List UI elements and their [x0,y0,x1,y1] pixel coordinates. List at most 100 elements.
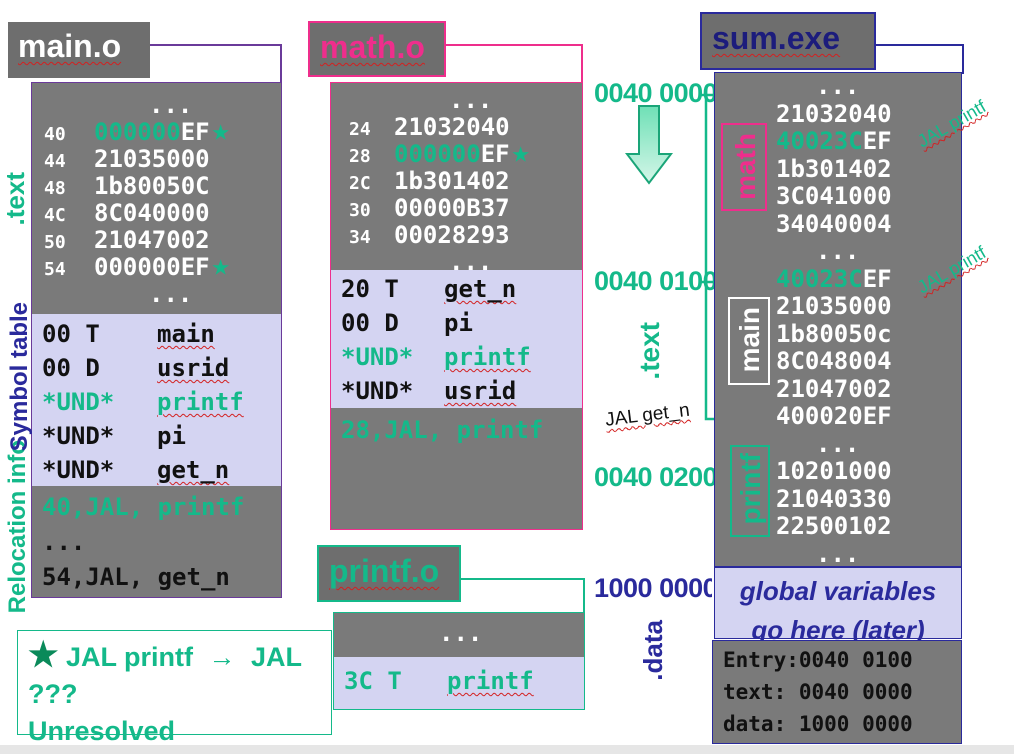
address-0040-0000: 0040 0000 [594,78,718,108]
machine-word: ... [816,539,860,568]
legend-line1b: JAL [251,642,303,672]
unresolved-bytes: 000000 [94,118,181,146]
math_o-row: 24 21032040 [349,113,530,141]
math-o-title-box: math.o [308,21,446,77]
symbol-entry: *UND*pi [42,419,244,453]
relocation-entry: 28,JAL, printf [341,416,544,444]
exe-word: 21047002 [776,374,892,404]
address-0040-0200: 0040 0200 [594,462,718,492]
star-icon: ★ [211,113,230,148]
printf-o-title-box: printf.o [317,545,461,602]
down-arrow-icon [624,105,674,185]
relocation-text: 40,JAL, printf [42,493,245,521]
symbol-name: main [157,320,215,348]
entry-point: Entry:0040 0100 [723,648,913,672]
legend-line1: JAL printf [66,642,193,672]
legend-line3: Unresolved [28,716,176,746]
symbol-kind: 00 D [341,309,399,337]
address-offset: 24 [349,119,371,140]
symbol-kind: *UND* [42,456,115,484]
main-o-title-connector [150,44,282,84]
symbol-kind: 3C T [344,667,402,695]
printf-dots: ... [439,619,483,647]
symbol-name: usrid [444,377,517,405]
exe-word: 3C041000 [776,182,892,211]
main-section-label: main [728,297,770,385]
machine-word: ... [449,86,493,114]
machine-word: ... [816,72,860,100]
relocation-entry: 54,JAL, get_n [42,563,230,591]
exe-word: 8C048004 [776,347,892,376]
legend-text: ★ JAL printf → JAL ??? Unresolved [28,637,328,750]
symbol-name: pi [444,309,473,337]
sum-exe-title: sum.exe [712,20,841,56]
machine-word: 21047002 [776,374,892,403]
text-start: text: 0040 0000 [723,680,913,704]
exe-word: ... [776,429,892,459]
exe-word: 21032040 [776,99,892,129]
machine-word: 21040330 [776,484,892,513]
global-variables-text: global variables go here (later) [739,576,937,645]
address-offset: 30 [349,200,371,221]
header-info-box: Entry:0040 0100 text: 0040 0000 data: 10… [712,640,962,744]
printf-o-text-section: ... [334,613,584,657]
machine-word: 10201000 [776,457,892,485]
right-arrow-icon: → [208,642,236,672]
math_o-row: ... [349,86,530,114]
star-icon: ★ [211,248,230,283]
address-offset: 34 [349,227,371,248]
symbol-kind: 20 T [341,275,399,303]
math_o-row: 30 00000B37 [349,194,530,222]
machine-word: 8C048004 [776,347,892,375]
machine-word: 8C040000 [94,199,210,227]
symbol-name: get_n [444,275,517,303]
address-offset: 54 [44,259,66,280]
address-offset: 44 [44,151,66,172]
exe-word: ... [776,72,892,101]
machine-word: 1b80050C [94,172,210,200]
opcode-bytes: EF [480,140,510,168]
legend-box [17,630,332,735]
star-icon: ★ [28,636,59,674]
machine-word: 21032040 [394,113,510,141]
main-o-title: main.o [18,28,122,64]
main_o-row: 44 21035000 [44,145,230,173]
machine-word: 21035000 [94,145,210,173]
machine-word: 1b301402 [394,167,510,195]
machine-word: ... [149,280,193,308]
symbol-kind: 00 T [42,320,100,348]
machine-word: ... [816,429,860,458]
symbol-name: pi [157,422,186,450]
math-o-title-connector [446,44,583,84]
opcode-bytes: EF [180,118,210,146]
address-offset: 2C [349,173,371,194]
exe-word: 400020EF [776,402,892,431]
address-offset: 40 [44,124,66,145]
exe-word: ... [776,237,892,266]
exe-word: 1b80050c [776,319,892,349]
machine-word: 1b80050c [776,319,892,348]
machine-word: 22500102 [776,512,892,540]
relocated-address: 40023C [776,127,863,155]
symbol-entry: *UND*get_n [42,453,244,487]
sum-exe-title-connector [876,44,964,74]
exe-word: 10201000 [776,457,892,486]
machine-word: 21047002 [94,226,210,254]
opcode-bytes: EF [862,127,892,155]
unresolved-bytes: 000000 [394,140,481,168]
exe-word: 40023CEF [776,265,892,294]
address-0040-0100: 0040 0100 [594,266,718,296]
machine-word: 00000B37 [394,194,510,222]
machine-word: 21032040 [776,99,892,128]
address-offset: 48 [44,178,66,199]
machine-word: 1b301402 [776,154,892,183]
main_o-row: ... [44,280,230,308]
